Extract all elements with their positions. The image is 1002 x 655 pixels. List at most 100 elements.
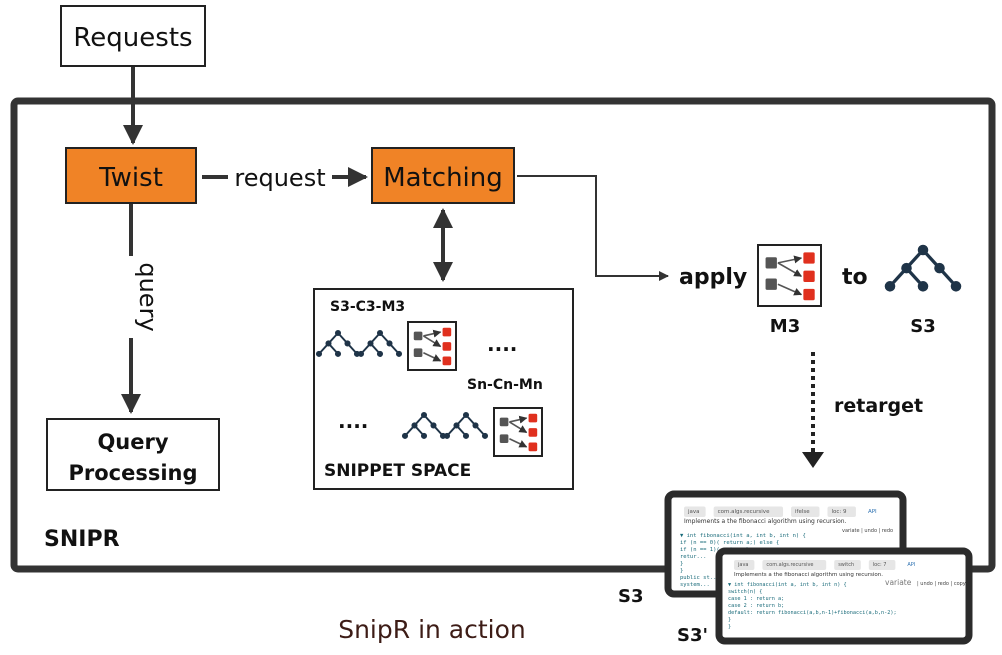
tree-node: [367, 340, 374, 347]
snippet-tree-icon: [443, 411, 489, 439]
tree-node: [462, 432, 470, 439]
tree-node: [934, 262, 945, 274]
tree-node: [376, 329, 384, 337]
code-line: retur...: [680, 554, 707, 560]
tag-text: com.algs.recursive: [766, 562, 813, 568]
retarget-arrowhead: [802, 452, 824, 468]
retarget-label: retarget: [834, 395, 923, 417]
code-line: switch(n) {: [728, 589, 762, 595]
tree-node: [430, 422, 437, 429]
s3-tree-icon: [884, 244, 962, 292]
tag-text: switch: [838, 562, 854, 568]
matcher-link: [508, 421, 528, 434]
s3-code-block: ▼ int fibonacci(int a, int b, int n) { i…: [680, 533, 806, 588]
tag-chip: [713, 506, 784, 517]
matcher-target-square: [442, 327, 452, 337]
code-line: }: [680, 568, 683, 574]
code-line: ▼ int fibonacci(int a, int b, int n) {: [728, 582, 847, 588]
m3-matcher-icon: [757, 244, 822, 307]
tag-chip: [827, 506, 856, 517]
matcher-source-square: [499, 434, 509, 444]
matcher-link: [777, 255, 803, 264]
snipr-container: [10, 97, 996, 573]
tree-node: [917, 244, 929, 256]
matcher-link: [509, 415, 528, 424]
code-line: }: [728, 624, 731, 630]
tag-chip: [762, 560, 827, 570]
snipr-label: SNIPR: [44, 527, 120, 552]
tree-node: [420, 432, 428, 439]
m3-label: M3: [770, 316, 800, 337]
s3-prime-variate: variate: [885, 578, 912, 587]
tag-text: loc: 7: [873, 562, 887, 568]
snippet-ellipsis-left: ....: [338, 409, 368, 433]
tree-node: [453, 422, 460, 429]
tree-node: [884, 281, 896, 292]
code-line: case 1 : return a;: [728, 596, 784, 602]
code-line: if (n == 1)( return b;: [680, 547, 753, 553]
snippet-space: S3-C3-M3 .... Sn-Cn-Mn .... SNIPPET SPAC…: [313, 288, 574, 490]
code-line: public st...: [680, 575, 720, 581]
code-line: }: [728, 617, 731, 623]
tree-node: [420, 411, 428, 419]
tree-node: [901, 262, 912, 274]
matching-node: Matching: [371, 147, 515, 204]
matcher-source-square: [413, 348, 423, 358]
tag-chip: [834, 560, 861, 570]
s3-prime-code-block: ▼ int fibonacci(int a, int b, int n) { s…: [728, 582, 897, 630]
matcher-target-square: [528, 428, 538, 437]
snippet-matcher-icon: [407, 321, 457, 371]
matcher-link: [423, 329, 442, 338]
matcher-target-square: [528, 413, 538, 423]
code-line: system...: [680, 582, 710, 588]
requests-label: Requests: [73, 23, 192, 53]
matcher-target-square: [528, 442, 538, 452]
snippet-tree-icon: [357, 329, 403, 357]
matcher-target-square: [803, 270, 815, 282]
matcher-target-square: [803, 252, 815, 264]
snippet-last-label: Sn-Cn-Mn: [467, 377, 543, 393]
tree-node: [401, 432, 409, 439]
matcher-source-square: [413, 331, 423, 341]
snippet-tree-icon: [401, 411, 447, 439]
screenshot-s3-prime: java com.algs.recursive switch loc: 7 API Im…: [715, 547, 973, 645]
tree-node: [315, 350, 323, 357]
query-edge-label: query: [134, 262, 162, 331]
s3-description: Implements a the fibonacci algorithm usi…: [684, 518, 847, 525]
tree-node: [386, 340, 393, 347]
matcher-link: [423, 351, 442, 362]
snippet-tree-icon: [315, 329, 361, 357]
tag-text: ifelse: [795, 509, 810, 515]
code-line: case 2 : return b;: [728, 603, 784, 609]
tree-node: [443, 432, 451, 439]
s3-tree-label: S3: [910, 316, 936, 337]
tree-node: [950, 281, 962, 292]
tag-text: java: [737, 562, 748, 568]
snippet-space-title: SNIPPET SPACE: [324, 461, 471, 481]
requests-node: Requests: [60, 5, 206, 67]
matcher-link: [777, 283, 803, 296]
code-line: ▼ int fibonacci(int a, int b, int n) {: [680, 533, 806, 539]
s3-prime-tag-row: java com.algs.recursive switch loc: 7 API: [734, 560, 915, 570]
matcher-link: [509, 437, 528, 448]
tree-node: [472, 422, 479, 429]
query-processing-label-1: Query: [97, 430, 168, 454]
tag-text: API: [907, 562, 915, 568]
tree-node: [344, 340, 351, 347]
to-label: to: [842, 265, 868, 290]
snippet-first-label: S3-C3-M3: [330, 299, 405, 315]
tree-node: [325, 340, 332, 347]
s3-prime-description: Implements a the fibonacci algorithm usi…: [734, 572, 883, 578]
query-processing-node: Query Processing: [46, 418, 220, 491]
tag-text: java: [687, 509, 700, 515]
tree-node: [395, 350, 403, 357]
tag-chip: [868, 560, 896, 570]
matcher-target-square: [442, 342, 452, 351]
tree-node: [411, 422, 418, 429]
matching-to-apply-arrow: [517, 175, 669, 281]
matcher-source-square: [499, 417, 509, 427]
twist-node: Twist: [65, 147, 197, 204]
matcher-link: [422, 335, 442, 348]
